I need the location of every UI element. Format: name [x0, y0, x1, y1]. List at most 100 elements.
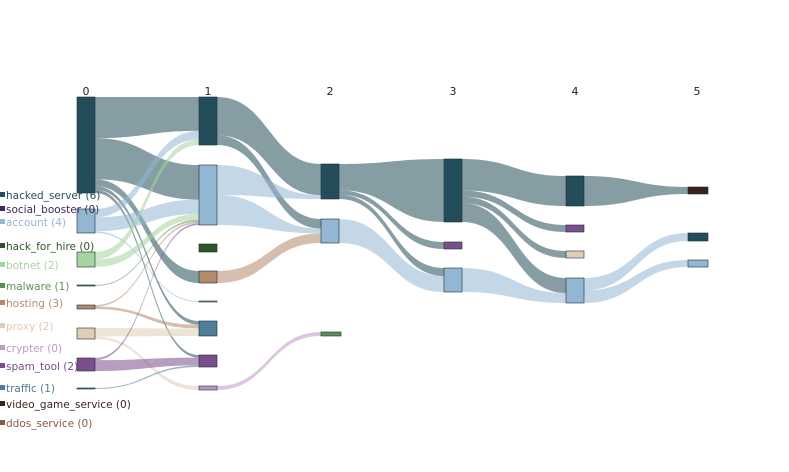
sankey-link-12	[95, 306, 199, 329]
legend-swatch-12	[0, 420, 5, 425]
sankey-node-s4_account	[565, 277, 585, 304]
sankey-link-24	[339, 159, 444, 222]
legend-swatch-2	[0, 219, 5, 224]
sankey-link-34	[584, 233, 688, 291]
legend-label-8: crypter (0)	[6, 343, 62, 355]
sankey-link-0	[95, 97, 199, 139]
sankey-link-1	[95, 138, 199, 200]
sankey-node-s1_traffic	[198, 320, 218, 337]
sankey-link-2	[95, 179, 199, 283]
sankey-node-s1_crypter	[198, 385, 218, 391]
sankey-node-s0_malware	[76, 284, 96, 287]
legend-label-2: account (4)	[6, 217, 66, 229]
sankey-link-21	[217, 195, 321, 234]
legend-label-6: hosting (3)	[6, 298, 63, 310]
legend-label-1: social_booster (0)	[6, 204, 99, 216]
sankey-node-s0_hosting	[76, 304, 96, 310]
stage-label-3: 3	[450, 85, 457, 98]
sankey-link-10	[95, 214, 199, 267]
sankey-node-s5_hacked_server	[687, 232, 709, 242]
sankey-node-s5_account	[687, 259, 709, 268]
sankey-link-33	[584, 176, 688, 206]
sankey-link-11	[95, 221, 199, 307]
sankey-link-30	[462, 196, 566, 258]
sankey-link-31	[462, 203, 566, 293]
sankey-node-s0_spam_tool	[76, 357, 96, 372]
sankey-node-s1_hack_for_hire	[198, 243, 218, 253]
sankey-link-7	[95, 231, 199, 302]
sankey-link-9	[95, 139, 199, 260]
sankey-link-26	[339, 194, 444, 276]
sankey-link-4	[95, 189, 199, 358]
sankey-node-s1_small	[198, 300, 218, 303]
sankey-link-17	[95, 365, 199, 389]
legend-label-11: video_game_service (0)	[6, 399, 131, 411]
sankey-node-s1_hosting	[198, 270, 218, 284]
sankey-link-18	[217, 97, 321, 196]
sankey-link-32	[462, 268, 566, 303]
legend-swatch-1	[0, 206, 5, 211]
sankey-node-s3_spam_tool	[443, 241, 463, 250]
legend-label-3: hack_for_hire (0)	[6, 241, 94, 253]
sankey-link-16	[95, 357, 199, 371]
legend-swatch-0	[0, 192, 5, 197]
stage-label-1: 1	[205, 85, 212, 98]
legend-swatch-9	[0, 363, 5, 368]
legend-swatch-7	[0, 323, 5, 328]
legend-label-12: ddos_service (0)	[6, 418, 92, 430]
sankey-link-25	[339, 190, 444, 249]
sankey-link-3	[95, 186, 199, 325]
sankey-node-s0_proxy	[76, 327, 96, 340]
sankey-node-s1_account	[198, 164, 218, 226]
sankey-nodes	[76, 96, 709, 391]
sankey-node-s4_proxy	[565, 250, 585, 259]
sankey-node-s0_account	[76, 208, 96, 234]
stage-label-0: 0	[83, 85, 90, 98]
stage-label-2: 2	[327, 85, 334, 98]
legend-swatch-5	[0, 283, 5, 288]
sankey-node-s3_account	[443, 267, 463, 293]
stage-label-5: 5	[694, 85, 701, 98]
sankey-link-35	[584, 260, 688, 303]
stage-labels: 0 1 2 3 4 5	[83, 85, 701, 98]
sankey-links	[95, 97, 688, 390]
legend-label-7: proxy (2)	[6, 321, 54, 333]
sankey-link-27	[339, 219, 444, 292]
stage-label-4: 4	[572, 85, 579, 98]
sankey-link-22	[217, 233, 321, 283]
legend-label-5: malware (1)	[6, 281, 69, 293]
sankey-node-s3_hacked_server	[443, 158, 463, 223]
sankey-link-15	[95, 223, 199, 361]
sankey-node-s2_malware	[320, 331, 342, 337]
sankey-node-s2_hacked_server	[320, 163, 340, 200]
sankey-node-s2_account	[320, 218, 340, 244]
legend-label-9: spam_tool (2)	[6, 361, 78, 373]
sankey-node-s5_video_game_service	[687, 186, 709, 195]
sankey-node-s1_spam_tool	[198, 354, 218, 368]
sankey-link-13	[95, 328, 199, 337]
legend-label-10: traffic (1)	[6, 383, 55, 395]
sankey-link-20	[217, 165, 321, 199]
legend-swatch-11	[0, 401, 5, 406]
legend-swatch-10	[0, 385, 5, 390]
legend: hacked_server (6) social_booster (0)accou…	[0, 190, 131, 430]
sankey-link-6	[95, 199, 199, 232]
sankey-link-5	[95, 130, 199, 218]
legend-label-0: hacked_server (6)	[6, 190, 100, 202]
sankey-node-s4_spam_tool	[565, 224, 585, 233]
sankey-link-23	[217, 332, 321, 390]
sankey-link-29	[462, 190, 566, 232]
sankey-node-s0_botnet	[76, 251, 96, 268]
legend-swatch-8	[0, 345, 5, 350]
legend-swatch-4	[0, 262, 5, 267]
sankey-node-s1_hacked_server	[198, 96, 218, 146]
sankey-node-s0_hacked_server	[76, 96, 96, 194]
legend-swatch-6	[0, 300, 5, 305]
sankey-node-s0_traffic	[76, 387, 96, 390]
sankey-link-8	[95, 219, 199, 286]
legend-label-4: botnet (2)	[6, 260, 59, 272]
legend-swatch-3	[0, 243, 5, 248]
sankey-link-28	[462, 159, 566, 206]
sankey-node-s4_hacked_server	[565, 175, 585, 207]
